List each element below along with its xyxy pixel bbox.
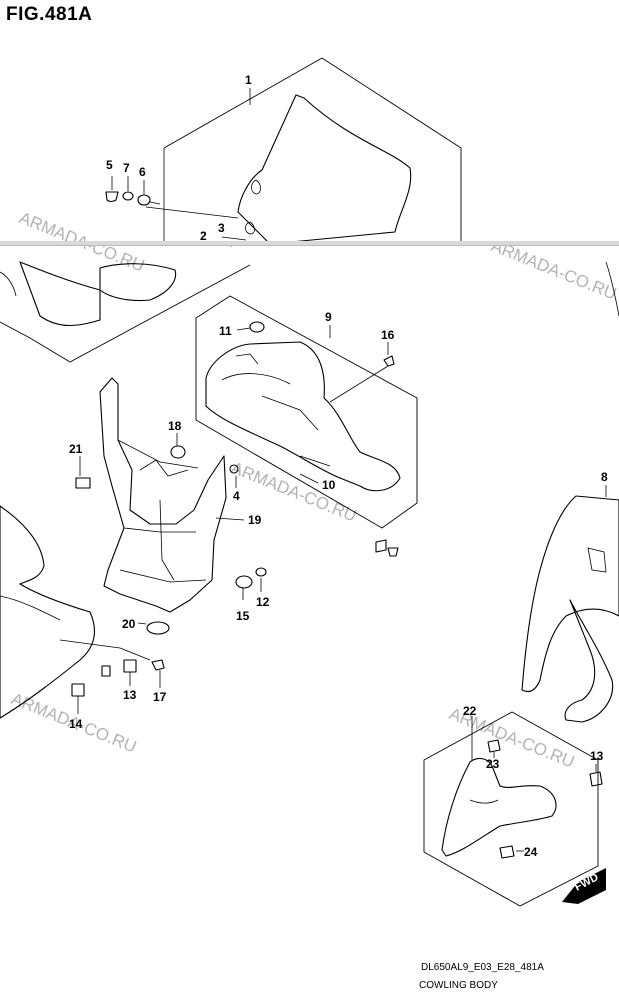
windscreen-part xyxy=(237,94,412,245)
callout-numbers: 1 2 3 4 5 6 7 8 9 10 11 12 13 13 14 15 1… xyxy=(69,73,608,859)
scan-artefact-band xyxy=(0,241,619,245)
callout-19: 19 xyxy=(248,513,262,527)
bracket-19 xyxy=(99,377,227,613)
callout-12: 12 xyxy=(256,595,270,609)
diagram-code: DL650AL9_E03_E28_481A xyxy=(421,962,544,973)
callout-8: 8 xyxy=(601,470,608,484)
nut-6 xyxy=(137,194,151,206)
callout-11: 11 xyxy=(219,324,232,338)
screw-5 xyxy=(105,191,119,203)
callout-1: 1 xyxy=(245,73,252,87)
right-cowl xyxy=(521,261,619,787)
callout-3: 3 xyxy=(218,221,225,235)
left-cowl-part xyxy=(0,505,96,719)
lower-fairing-group xyxy=(423,711,599,907)
left-cowl xyxy=(0,505,165,719)
right-cowl-part-8 xyxy=(521,495,619,693)
meter-panel-group xyxy=(195,295,418,557)
screw-17 xyxy=(151,659,165,671)
callout-23: 23 xyxy=(486,757,500,771)
callout-13-right: 13 xyxy=(590,749,604,763)
lower-fairing-22 xyxy=(441,757,557,857)
callout-24: 24 xyxy=(524,845,538,859)
spacer-15 xyxy=(235,575,253,589)
nut-23 xyxy=(487,739,501,753)
cushion-20 xyxy=(146,621,170,635)
callout-9: 9 xyxy=(325,310,332,324)
callout-14: 14 xyxy=(69,717,83,731)
damper-18 xyxy=(170,445,186,459)
screw-16 xyxy=(383,355,395,367)
callout-17: 17 xyxy=(153,690,167,704)
lower-fairing-box xyxy=(423,711,599,907)
bolt-21 xyxy=(75,477,91,489)
callout-7: 7 xyxy=(123,161,130,175)
figure-title: FIG.481A xyxy=(6,4,93,25)
callout-13-left: 13 xyxy=(123,688,137,702)
callout-20: 20 xyxy=(122,617,136,631)
grommet-11 xyxy=(249,321,265,333)
windscreen-box-top xyxy=(163,57,462,243)
washer-7 xyxy=(122,191,134,201)
callout-4: 4 xyxy=(233,489,240,503)
meter-panel-box xyxy=(195,295,418,529)
bracket-assembly xyxy=(75,377,267,635)
callout-15: 15 xyxy=(236,609,250,623)
windscreen-group xyxy=(0,57,462,363)
nut-4 xyxy=(229,464,239,474)
bolt-12 xyxy=(255,567,267,577)
diagram-caption: COWLING BODY xyxy=(419,980,498,991)
callout-16: 16 xyxy=(381,328,395,342)
watermark-top-right: ARMADA-CO.RU xyxy=(489,236,619,304)
nut-14 xyxy=(71,683,85,697)
screw-24 xyxy=(499,845,515,859)
callout-10: 10 xyxy=(322,478,336,492)
callout-5: 5 xyxy=(106,158,113,172)
clip-13-right xyxy=(589,771,603,787)
fwd-arrow-shape xyxy=(562,868,606,904)
callout-21: 21 xyxy=(69,442,83,456)
callout-6: 6 xyxy=(139,165,146,179)
callout-18: 18 xyxy=(168,419,182,433)
callout-2: 2 xyxy=(200,229,207,243)
meter-panel-part xyxy=(205,341,401,492)
windscreen-box-bottom xyxy=(0,264,251,363)
callout-22: 22 xyxy=(463,704,477,718)
clip-13-left xyxy=(123,659,137,673)
